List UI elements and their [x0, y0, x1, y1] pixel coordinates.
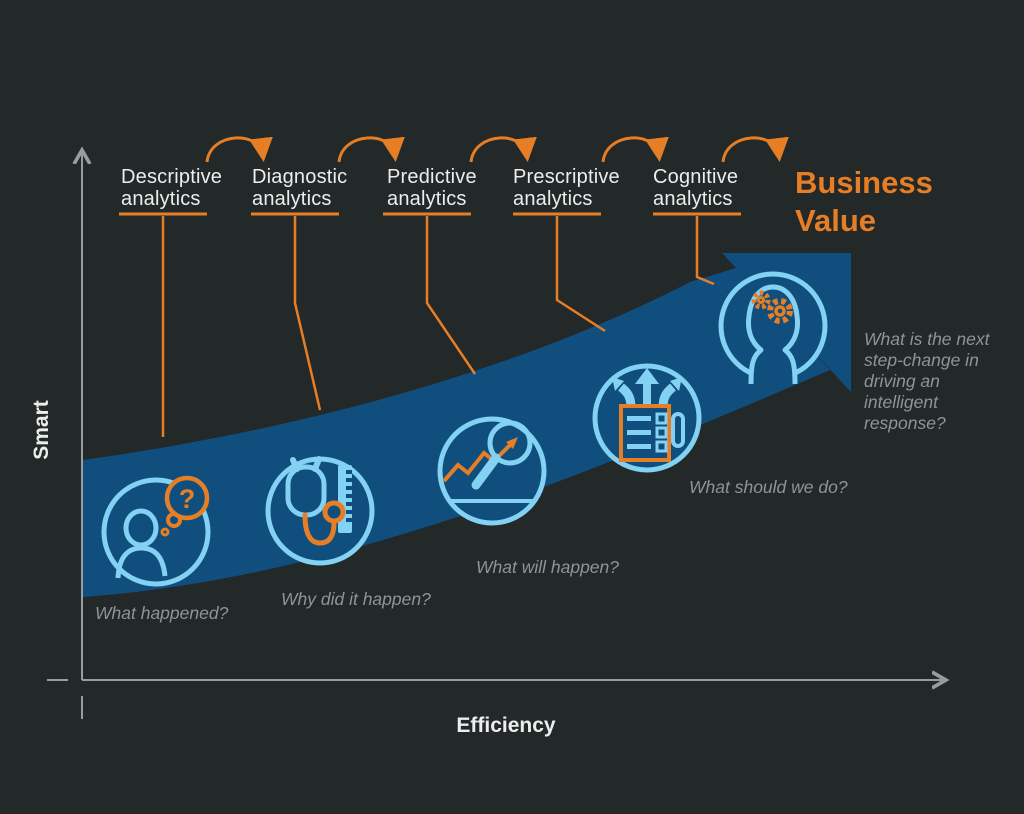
stage-label-prescriptive: Prescriptive analytics [513, 166, 620, 210]
connector-line-3 [425, 216, 477, 375]
stage-label-predictive: Predictive analytics [387, 166, 477, 210]
head-gears-icon [718, 271, 828, 385]
hop-arrow-5 [721, 136, 789, 163]
hop-arrow-1 [205, 136, 273, 163]
checklist-arrows-icon [592, 363, 702, 473]
question-diagnostic: Why did it happen? [281, 589, 431, 609]
connector-line-4 [555, 216, 606, 333]
question-predictive: What will happen? [476, 557, 619, 577]
hop-arrows [205, 136, 789, 163]
question-cognitive: What is the next step-change in driving … [864, 329, 990, 433]
x-axis-label: Efficiency [456, 714, 556, 737]
trend-magnifier-icon [437, 416, 547, 526]
person-question-icon: ? [101, 475, 211, 587]
person-shoulders [115, 545, 168, 579]
thought-dot-small [160, 527, 170, 537]
stage-label-diagnostic: Diagnostic analytics [252, 166, 348, 210]
icon-circle [437, 416, 547, 526]
question-prescriptive: What should we do? [689, 477, 848, 497]
question-descriptive: What happened? [95, 603, 229, 623]
thought-bubble [164, 475, 210, 521]
business-value-label: Business Value [795, 165, 933, 238]
magnifier-glyph [471, 420, 533, 490]
person-head [123, 508, 159, 548]
head-silhouette-outline [746, 284, 800, 385]
stethoscope-ruler-icon [265, 456, 375, 566]
gears-glyph [751, 290, 793, 324]
question-mark-glyph: ? [179, 484, 196, 514]
hop-arrow-2 [337, 136, 405, 163]
connector-lines [161, 216, 715, 437]
y-axis-label: Smart [30, 400, 53, 460]
hop-arrow-4 [601, 136, 669, 163]
checklist-board-glyph [619, 404, 671, 462]
stethoscope-glyph [285, 456, 346, 546]
stage-label-descriptive: Descriptive analytics [121, 166, 223, 210]
hop-arrow-3 [469, 136, 537, 163]
ruler-glyph [338, 465, 352, 533]
stage-label-cognitive: Cognitive analytics [653, 166, 739, 210]
pen-glyph [671, 412, 685, 448]
connector-line-5 [695, 216, 715, 286]
connector-line-2 [293, 216, 322, 411]
